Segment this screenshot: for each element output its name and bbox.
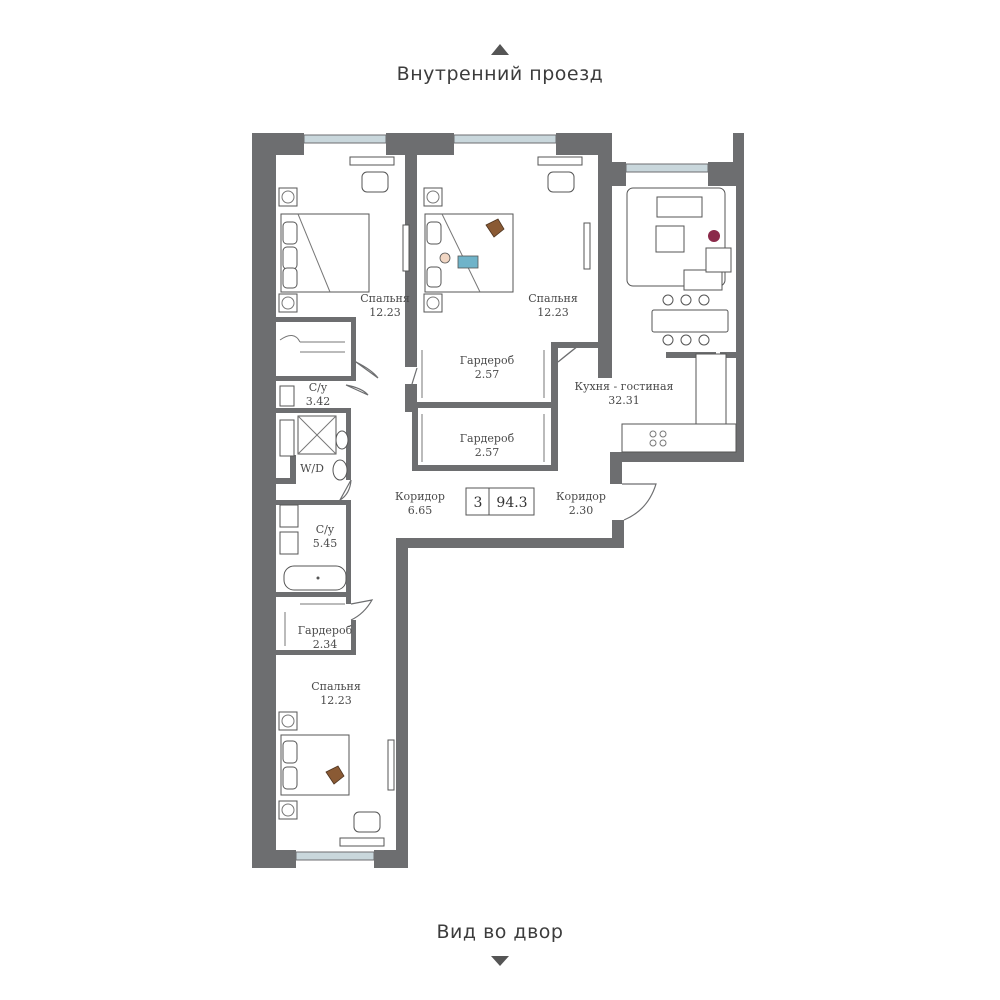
- bedroom-1-area: 12.23: [369, 306, 401, 319]
- summary-rooms: 3: [474, 495, 483, 511]
- bathroom-2-name: С/у: [316, 523, 335, 536]
- corridor-1-area: 6.65: [408, 504, 433, 517]
- kitchen-living-name: Кухня - гостиная: [575, 380, 674, 393]
- wardrobe-1-name: Гардероб: [460, 354, 515, 367]
- bathroom-fixtures: [279, 385, 349, 591]
- windows: [295, 134, 709, 861]
- kitchen-living-furniture: [621, 187, 737, 453]
- corridor-2-area: 2.30: [569, 504, 594, 517]
- wardrobe-2-name: Гардероб: [460, 432, 515, 445]
- bathroom-1-area: 3.42: [306, 395, 331, 408]
- bedroom-3-name: Спальня: [311, 680, 361, 693]
- summary-badge: 3 94.3: [465, 487, 535, 516]
- laundry-name: W/D: [300, 462, 324, 475]
- corridor-2-name: Коридор: [556, 490, 606, 503]
- bedroom-2-area: 12.23: [537, 306, 569, 319]
- bedroom-3-area: 12.23: [320, 694, 352, 707]
- top-orientation-label: Внутренний проезд: [397, 63, 604, 85]
- bathroom-1-name: С/у: [309, 381, 328, 394]
- bedroom-2-name: Спальня: [528, 292, 578, 305]
- interior-walls: [276, 155, 736, 655]
- wardrobe-hangers: [284, 350, 545, 646]
- exterior-walls: [252, 133, 744, 868]
- wardrobe-3-area: 2.34: [313, 638, 338, 651]
- wardrobe-1-area: 2.57: [475, 368, 500, 381]
- corridor-1-name: Коридор: [395, 490, 445, 503]
- arrow-down-icon: [491, 956, 509, 966]
- arrow-up-icon: [491, 44, 509, 55]
- summary-area: 94.3: [496, 495, 527, 511]
- bedroom-1-furniture: [278, 156, 410, 343]
- kitchen-living-area: 32.31: [608, 394, 640, 407]
- wardrobe-2-area: 2.57: [475, 446, 500, 459]
- bedroom-2-furniture: [423, 156, 591, 313]
- bottom-orientation-label: Вид во двор: [437, 921, 564, 943]
- wardrobe-3-name: Гардероб: [298, 624, 353, 637]
- doors: [338, 345, 657, 621]
- bathroom-2-area: 5.45: [313, 537, 338, 550]
- bedroom-3-furniture: [278, 711, 395, 847]
- bedroom-1-name: Спальня: [360, 292, 410, 305]
